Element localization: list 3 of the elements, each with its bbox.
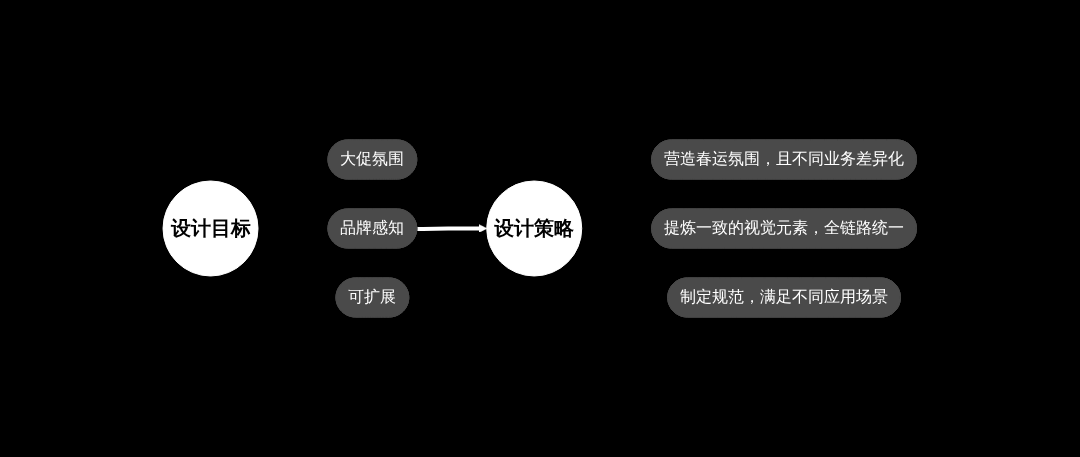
arrow xyxy=(417,224,488,233)
node-circle: 设计策略 xyxy=(486,180,583,277)
node-circle: 设计目标 xyxy=(162,180,259,277)
